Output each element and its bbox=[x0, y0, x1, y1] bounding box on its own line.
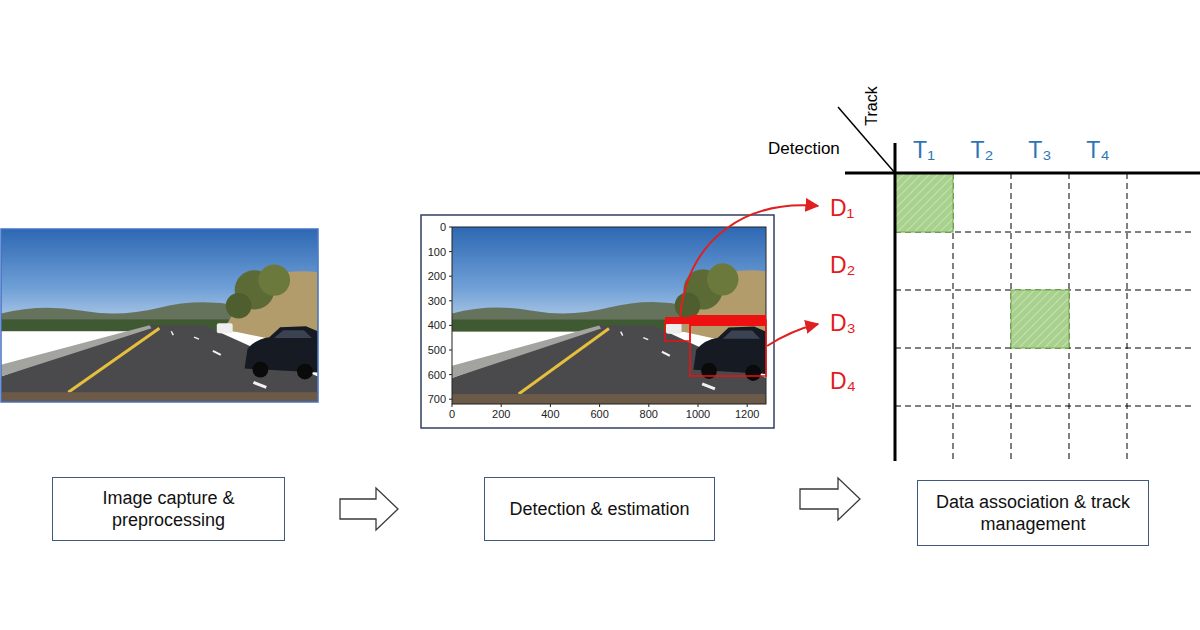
illustration-part bbox=[1127, 173, 1128, 460]
track-id: T₃ bbox=[1028, 139, 1051, 162]
illustration-part bbox=[665, 322, 690, 341]
detection-photo bbox=[452, 227, 766, 404]
track-id: T₂ bbox=[971, 139, 994, 162]
illustration-part bbox=[550, 404, 551, 407]
illustration-part bbox=[449, 325, 452, 326]
illustration-part bbox=[648, 404, 649, 407]
tick-label: 200 bbox=[428, 271, 446, 282]
tick-label: 1000 bbox=[686, 409, 710, 420]
illustration-part bbox=[449, 276, 452, 277]
red-arrow bbox=[767, 324, 818, 346]
detection-id: D₂ bbox=[830, 254, 856, 277]
illustration-part bbox=[747, 404, 748, 407]
match-cell bbox=[1011, 290, 1069, 348]
illustration-part bbox=[449, 350, 452, 351]
tick-label: 600 bbox=[428, 369, 446, 380]
axis-title: Track bbox=[864, 86, 880, 125]
illustration-part bbox=[449, 374, 452, 375]
track-id: T₄ bbox=[1086, 139, 1109, 162]
tick-label: 800 bbox=[640, 409, 658, 420]
track-id: T₁ bbox=[913, 139, 935, 162]
table-axis bbox=[845, 172, 1200, 175]
box-label: Detection & estimation bbox=[509, 498, 689, 521]
plot-axes bbox=[452, 227, 766, 404]
process-box: Detection & estimation bbox=[484, 477, 715, 541]
figure-frame bbox=[421, 215, 774, 428]
illustration-part bbox=[452, 404, 453, 407]
tick-label: 1200 bbox=[735, 409, 759, 420]
illustration-part bbox=[690, 315, 766, 326]
tick-label: 700 bbox=[428, 394, 446, 405]
illustration-part bbox=[665, 317, 690, 324]
box-label: Data association & track management bbox=[928, 491, 1138, 536]
box-label: Image capture & preprocessing bbox=[63, 487, 274, 532]
tick-label: 500 bbox=[428, 345, 446, 356]
tick-label: 400 bbox=[541, 409, 559, 420]
tick-label: 0 bbox=[449, 409, 455, 420]
tick-label: 600 bbox=[590, 409, 608, 420]
tick-label: 100 bbox=[428, 246, 446, 257]
illustration-part bbox=[895, 406, 1195, 407]
photo-frame bbox=[1, 229, 318, 402]
tick-label: 0 bbox=[440, 222, 446, 233]
detection-id: D₄ bbox=[830, 370, 856, 393]
illustration-part bbox=[599, 404, 600, 407]
illustration-part bbox=[449, 300, 452, 301]
flow-arrow bbox=[340, 488, 398, 530]
table-axis bbox=[894, 143, 897, 461]
illustration-part bbox=[698, 404, 699, 407]
tick-label: 200 bbox=[492, 409, 510, 420]
illustration-part bbox=[449, 399, 452, 400]
table-grid bbox=[895, 173, 1195, 460]
axis-title: Detection bbox=[768, 140, 840, 157]
red-arrow bbox=[680, 205, 818, 317]
tick-label: 400 bbox=[428, 320, 446, 331]
detection-id: D₃ bbox=[830, 312, 856, 335]
process-box: Image capture & preprocessing bbox=[52, 477, 285, 541]
tick-label: 300 bbox=[428, 295, 446, 306]
road-photo bbox=[1, 229, 318, 402]
illustration-part bbox=[449, 251, 452, 252]
flow-arrow bbox=[800, 478, 860, 520]
detection-boxes bbox=[665, 315, 766, 376]
illustration-part bbox=[501, 404, 502, 407]
match-cell bbox=[895, 173, 953, 232]
illustration-part bbox=[449, 227, 452, 228]
process-box: Data association & track management bbox=[917, 480, 1149, 546]
illustration-part bbox=[690, 320, 766, 376]
detection-id: D₁ bbox=[830, 197, 854, 220]
